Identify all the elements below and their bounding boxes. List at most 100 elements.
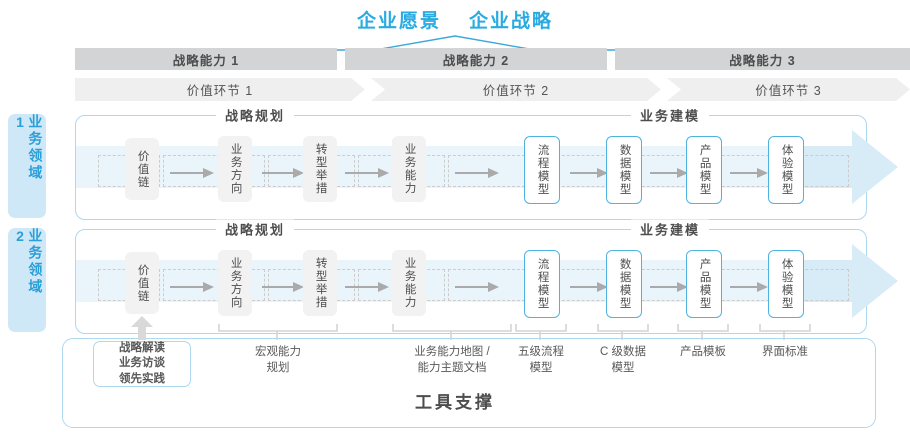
footer-label-data-model: C 级数据 模型 bbox=[593, 345, 653, 376]
node-label: 体验模型 bbox=[780, 144, 793, 196]
footer-highlight-box[interactable]: 战略解读 业务访谈 领先实践 bbox=[93, 341, 191, 387]
section-title-modeling-1: 业务建模 bbox=[630, 105, 710, 125]
row-1-flow-band bbox=[76, 146, 866, 188]
footer-highlight-line-2: 业务访谈 bbox=[119, 357, 165, 370]
footer-label-product-template: 产品模板 bbox=[673, 345, 733, 361]
node-business-capability[interactable]: 业务能力 bbox=[392, 250, 426, 316]
node-data-model[interactable]: 数据模型 bbox=[606, 136, 642, 204]
row-2-flow-arrow bbox=[780, 244, 900, 323]
capability-label-2: 战略能力 2 bbox=[442, 53, 510, 68]
footer-label-line: 模型 bbox=[611, 361, 635, 374]
footer-highlight-line-1: 战略解读 bbox=[119, 341, 165, 354]
capability-band-2: 战略能力 2 bbox=[345, 48, 607, 70]
node-business-capability[interactable]: 业务能力 bbox=[392, 136, 426, 202]
node-label: 业务能力 bbox=[403, 257, 416, 309]
value-chain-band-2: 价值环节 2 bbox=[371, 78, 661, 101]
flow-arrow bbox=[455, 279, 499, 292]
node-transformation-measures[interactable]: 转型举措 bbox=[303, 250, 337, 316]
title-enterprise-strategy: 企业战略 bbox=[469, 10, 554, 32]
domain-row-1 bbox=[75, 115, 867, 220]
flow-arrow bbox=[170, 165, 214, 178]
placeholder-box bbox=[163, 269, 265, 301]
node-label: 产品模型 bbox=[698, 258, 711, 310]
footer-label-process-model: 五级流程 模型 bbox=[511, 345, 571, 376]
capability-band-1: 战略能力 1 bbox=[75, 48, 337, 70]
bracket-process-model bbox=[515, 323, 567, 346]
node-product-model[interactable]: 产品模型 bbox=[686, 136, 722, 204]
node-experience-model[interactable]: 体验模型 bbox=[768, 136, 804, 204]
flow-arrow bbox=[570, 165, 608, 178]
node-label: 价值链 bbox=[136, 263, 149, 303]
node-business-direction[interactable]: 业务方向 bbox=[218, 250, 252, 316]
bracket-product-template bbox=[677, 323, 729, 346]
flow-arrow bbox=[345, 165, 389, 178]
value-chain-bands: 价值环节 1 价值环节 2 价值环节 3 bbox=[75, 78, 910, 101]
domain-tab-2[interactable]: 业务领域 2 bbox=[8, 228, 46, 332]
footer-label-line: 宏观能力 bbox=[255, 346, 301, 358]
flow-arrow bbox=[730, 279, 768, 292]
capability-band-3: 战略能力 3 bbox=[615, 48, 910, 70]
flow-arrow bbox=[650, 279, 688, 292]
node-process-model[interactable]: 流程模型 bbox=[524, 136, 560, 204]
footer-label-macro-capability: 宏观能力 规划 bbox=[218, 345, 338, 376]
footer-label-capability-map: 业务能力地图 / 能力主题文档 bbox=[392, 345, 512, 376]
footer-label-interface-standard: 界面标准 bbox=[755, 345, 815, 361]
node-label: 产品模型 bbox=[698, 144, 711, 196]
node-label: 数据模型 bbox=[618, 258, 631, 310]
row-2-flow-band bbox=[76, 260, 866, 302]
capability-label-3: 战略能力 3 bbox=[729, 53, 796, 68]
node-label: 体验模型 bbox=[780, 258, 793, 310]
node-label: 流程模型 bbox=[536, 144, 549, 196]
node-label: 业务能力 bbox=[403, 143, 416, 195]
node-label: 业务方向 bbox=[229, 143, 242, 195]
value-chain-band-3: 价值环节 3 bbox=[667, 78, 910, 101]
flow-arrow bbox=[570, 279, 608, 292]
footer-label-line: C 级数据 bbox=[600, 346, 646, 358]
capability-label-1: 战略能力 1 bbox=[172, 53, 240, 68]
node-process-model[interactable]: 流程模型 bbox=[524, 250, 560, 318]
bracket-data-model bbox=[597, 323, 649, 346]
node-business-direction[interactable]: 业务方向 bbox=[218, 136, 252, 202]
tool-support-container bbox=[62, 338, 876, 428]
section-title-modeling-2: 业务建模 bbox=[630, 219, 710, 239]
flow-arrow bbox=[730, 165, 768, 178]
node-product-model[interactable]: 产品模型 bbox=[686, 250, 722, 318]
node-label: 转型举措 bbox=[314, 257, 327, 309]
flow-arrow bbox=[345, 279, 389, 292]
section-title-planning-1: 战略规划 bbox=[215, 105, 295, 125]
node-value-chain[interactable]: 价值链 bbox=[125, 252, 159, 314]
value-chain-label-1: 价值环节 1 bbox=[186, 84, 254, 98]
node-transformation-measures[interactable]: 转型举措 bbox=[303, 136, 337, 202]
node-experience-model[interactable]: 体验模型 bbox=[768, 250, 804, 318]
domain-tab-1[interactable]: 业务领域 1 bbox=[8, 114, 46, 218]
bracket-capability-map bbox=[392, 323, 512, 346]
domain-label-2: 业务领域 2 bbox=[12, 228, 44, 296]
node-value-chain[interactable]: 价值链 bbox=[125, 138, 159, 200]
domain-label-1: 业务领域 1 bbox=[12, 114, 44, 182]
node-label: 数据模型 bbox=[618, 144, 631, 196]
node-data-model[interactable]: 数据模型 bbox=[606, 250, 642, 318]
footer-label-line: 能力主题文档 bbox=[417, 361, 487, 374]
header-titles: 企业愿景 企业战略 bbox=[0, 6, 910, 32]
flow-arrow bbox=[455, 165, 499, 178]
footer-label-line: 模型 bbox=[529, 361, 553, 374]
node-label: 转型举措 bbox=[314, 143, 327, 195]
footer-highlight-line-3: 领先实践 bbox=[119, 372, 165, 385]
bracket-macro-capability bbox=[218, 323, 338, 346]
footer-label-line: 规划 bbox=[266, 361, 290, 374]
footer-label-line: 五级流程 bbox=[518, 346, 564, 358]
title-enterprise-vision: 企业愿景 bbox=[356, 10, 441, 32]
footer-label-line: 产品模板 bbox=[680, 346, 726, 358]
value-chain-band-1: 价值环节 1 bbox=[75, 78, 365, 101]
node-label: 流程模型 bbox=[536, 258, 549, 310]
bracket-interface-standard bbox=[759, 323, 811, 346]
value-chain-up-arrow bbox=[131, 316, 153, 345]
tool-support-title: 工具支撑 bbox=[415, 393, 495, 412]
node-label: 价值链 bbox=[136, 149, 149, 189]
footer-highlight-text: 战略解读 业务访谈 领先实践 bbox=[119, 341, 165, 388]
footer-label-line: 业务能力地图 / bbox=[414, 346, 490, 358]
flow-arrow bbox=[262, 279, 304, 292]
flow-arrow bbox=[170, 279, 214, 292]
node-label: 业务方向 bbox=[229, 257, 242, 309]
